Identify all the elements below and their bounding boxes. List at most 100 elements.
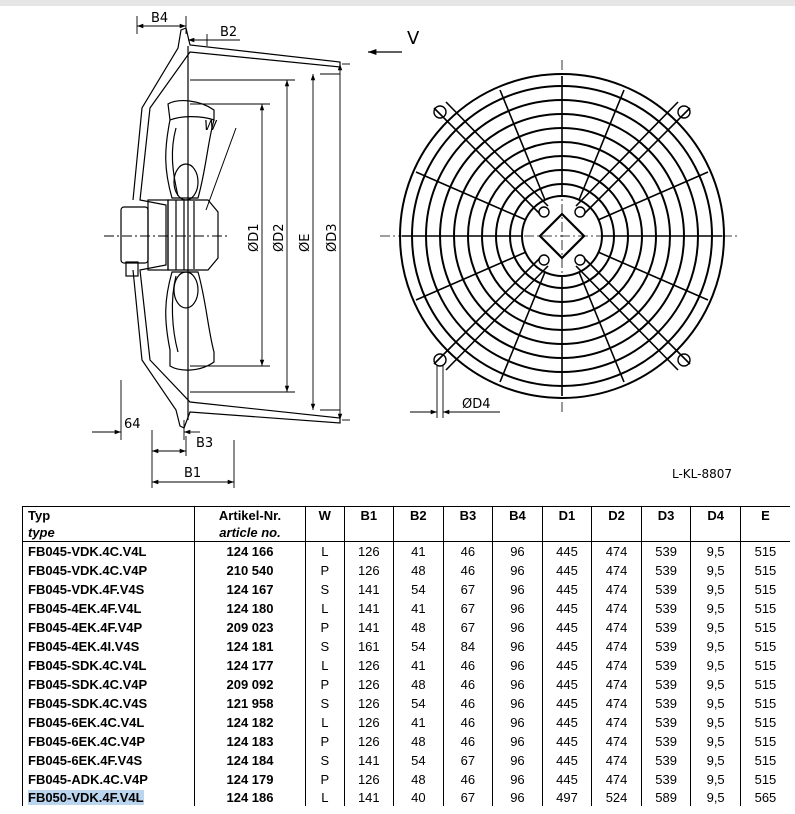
header-row: Typ Artikel-Nr. W B1 B2 B3 B4 D1 D2 D3 D… <box>22 506 790 524</box>
type-text[interactable]: FB045-SDK.4C.V4L <box>28 658 147 673</box>
cell-article: 209 092 <box>193 675 306 694</box>
cell-type: FB045-4EK.4F.V4P <box>22 618 195 637</box>
cell-d3: 539 <box>640 656 691 675</box>
type-text[interactable]: FB045-VDK.4C.V4L <box>28 544 147 559</box>
header-d1: D1 <box>541 506 592 524</box>
cell-b3: 46 <box>442 561 493 580</box>
cell-e: 565 <box>739 789 790 806</box>
cell-b1: 126 <box>343 541 394 561</box>
cell-e: 515 <box>739 541 790 561</box>
front-view-guard <box>380 60 740 414</box>
cell-b4: 96 <box>492 713 543 732</box>
cell-b4: 96 <box>492 599 543 618</box>
cell-type: FB050-VDK.4F.V4L <box>22 789 195 806</box>
header-b4: B4 <box>492 506 543 524</box>
cell-b2: 48 <box>393 675 444 694</box>
cell-e: 515 <box>739 599 790 618</box>
cell-d4: 9,5 <box>690 541 741 561</box>
header-d4: D4 <box>690 506 741 524</box>
type-text[interactable]: FB045-4EK.4F.V4P <box>28 620 143 635</box>
cell-b1: 141 <box>343 789 394 806</box>
cell-w: L <box>305 789 345 806</box>
cell-d4: 9,5 <box>690 637 741 656</box>
cell-b4: 96 <box>492 751 543 770</box>
cell-d1: 445 <box>541 694 592 713</box>
cell-d2: 474 <box>591 618 642 637</box>
cell-b2: 41 <box>393 599 444 618</box>
cell-b1: 126 <box>343 675 394 694</box>
type-text[interactable]: FB045-VDK.4F.V4S <box>28 582 145 597</box>
cell-d2: 474 <box>591 561 642 580</box>
cell-d2: 474 <box>591 580 642 599</box>
cell-w: L <box>305 656 345 675</box>
cell-b2: 41 <box>393 713 444 732</box>
cell-type: FB045-VDK.4C.V4L <box>22 541 195 561</box>
type-text[interactable]: FB050-VDK.4F.V4L <box>28 790 144 805</box>
type-text[interactable]: FB045-4EK.4F.V4L <box>28 601 142 616</box>
type-text[interactable]: FB045-SDK.4C.V4P <box>28 677 148 692</box>
header-b1: B1 <box>343 506 394 524</box>
cell-article: 124 180 <box>193 599 306 618</box>
type-text[interactable]: FB045-6EK.4C.V4L <box>28 715 145 730</box>
cell-d3: 539 <box>640 732 691 751</box>
cell-type: FB045-4EK.4I.V4S <box>22 637 195 656</box>
cell-article: 209 023 <box>193 618 306 637</box>
cell-d1: 445 <box>541 732 592 751</box>
cell-e: 515 <box>739 732 790 751</box>
label-d3: ØD3 <box>325 223 340 252</box>
cell-d3: 539 <box>640 675 691 694</box>
cell-b3: 67 <box>442 599 493 618</box>
cell-b3: 67 <box>442 580 493 599</box>
cell-d2: 474 <box>591 770 642 789</box>
cell-w: L <box>305 541 345 561</box>
cell-b2: 48 <box>393 732 444 751</box>
cell-b4: 96 <box>492 656 543 675</box>
cell-b3: 46 <box>442 713 493 732</box>
cell-d1: 497 <box>541 789 592 806</box>
fan-technical-drawing: B4 B2 W 64 B3 B1 ØD1 ØD2 ØE ØD3 V ØD4 L-… <box>92 11 740 488</box>
type-text[interactable]: FB045-SDK.4C.V4S <box>28 696 148 711</box>
cell-article: 124 179 <box>193 770 306 789</box>
type-text[interactable]: FB045-ADK.4C.V4P <box>28 772 148 787</box>
label-airflow: V <box>407 28 420 49</box>
cell-b2: 54 <box>393 694 444 713</box>
cell-d1: 445 <box>541 541 592 561</box>
label-d1: ØD1 <box>247 223 262 252</box>
type-text[interactable]: FB045-VDK.4C.V4P <box>28 563 148 578</box>
label-b1: B1 <box>184 466 201 481</box>
cell-d1: 445 <box>541 770 592 789</box>
type-text[interactable]: FB045-6EK.4C.V4P <box>28 734 146 749</box>
cell-w: P <box>305 770 345 789</box>
cell-d1: 445 <box>541 599 592 618</box>
cell-e: 515 <box>739 713 790 732</box>
cell-d1: 445 <box>541 637 592 656</box>
cell-d4: 9,5 <box>690 732 741 751</box>
cell-article: 124 167 <box>193 580 306 599</box>
cell-b3: 67 <box>442 751 493 770</box>
side-dimensions <box>92 16 350 488</box>
cell-b1: 126 <box>343 694 394 713</box>
type-text[interactable]: FB045-6EK.4F.V4S <box>28 753 143 768</box>
cell-b4: 96 <box>492 694 543 713</box>
type-text[interactable]: FB045-4EK.4I.V4S <box>28 639 140 654</box>
cell-b1: 126 <box>343 561 394 580</box>
label-e: ØE <box>298 234 313 252</box>
cell-article: 124 183 <box>193 732 306 751</box>
cell-d4: 9,5 <box>690 656 741 675</box>
cell-b2: 40 <box>393 789 444 806</box>
cell-w: P <box>305 675 345 694</box>
